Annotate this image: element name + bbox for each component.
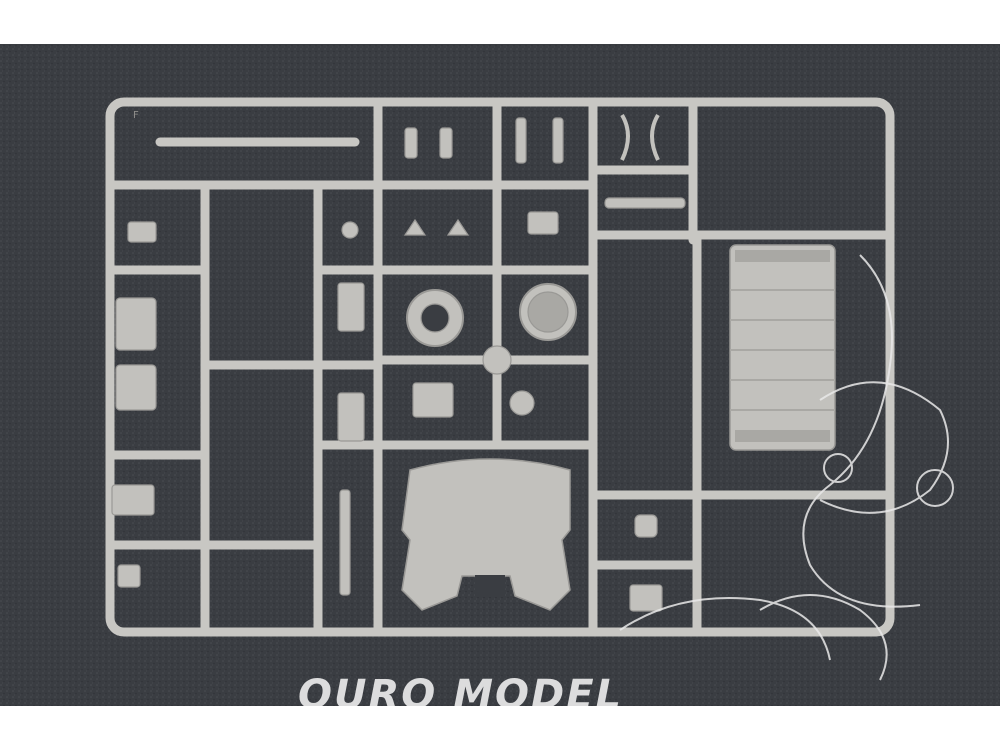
sprue-parts — [111, 113, 686, 612]
watermark-mascot — [619, 254, 954, 681]
bottom-white-band — [0, 706, 1000, 750]
sprue-frame — [105, 97, 895, 637]
body-panel-hatch — [475, 575, 505, 597]
watermark-logo-text: OURO MODEL — [298, 672, 624, 706]
top-white-band — [0, 0, 1000, 44]
engine-block-part — [729, 244, 836, 451]
sprue-letter: F — [133, 110, 139, 121]
body-panel-part — [401, 458, 571, 611]
